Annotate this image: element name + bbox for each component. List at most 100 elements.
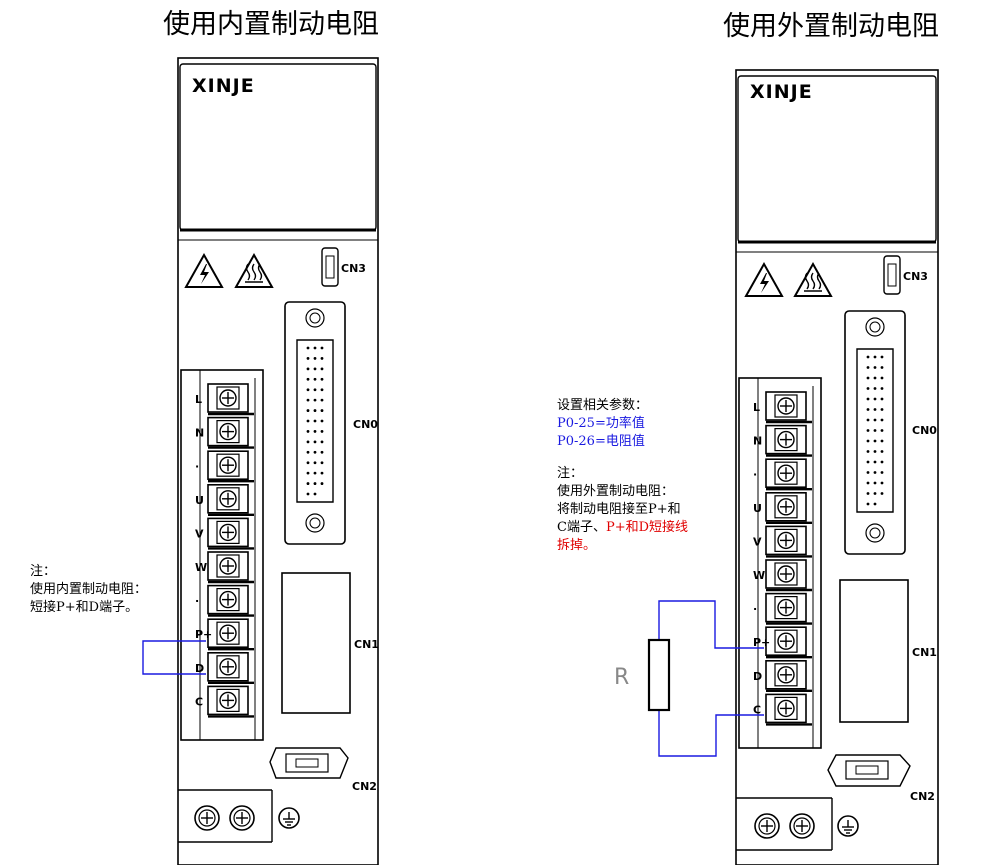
right-note-title: 注： <box>557 466 584 481</box>
left-terminal-label-5: W <box>195 561 207 574</box>
right-terminal-label-1: N <box>753 435 762 448</box>
right-cn0-pin <box>873 492 877 495</box>
left-terminal-label-4: V <box>195 527 204 540</box>
left-terminal-label-8: D <box>195 662 204 675</box>
right-note-line2: 将制动电阻接至P+和 <box>557 502 681 517</box>
left-cn0-pin <box>320 357 324 360</box>
right-cn0-pin <box>866 397 870 401</box>
right-cn0-pin <box>880 355 884 359</box>
left-cn0-pin <box>313 346 317 350</box>
right-ground-symbol-icon <box>837 815 859 837</box>
left-terminal-screw-8-icon <box>206 651 256 684</box>
left-cn0-pin <box>313 377 317 381</box>
right-cn0-pin <box>873 439 877 443</box>
right-cn0-pin <box>866 481 870 485</box>
right-cn0-pin <box>866 450 870 453</box>
left-cn0-pin <box>313 398 317 402</box>
right-cn0-pin <box>866 418 870 422</box>
right-cn0-pin <box>866 429 870 432</box>
right-terminal-screw-5-icon <box>764 558 814 592</box>
right-note-line3-black: C端子、 <box>557 520 606 535</box>
right-terminal-screw-6-icon <box>764 592 814 625</box>
right-ground-screw-2-icon <box>789 813 815 839</box>
right-cn0-pin <box>866 471 870 474</box>
external-brake-resistor <box>647 638 671 712</box>
right-cn0-pin <box>866 460 870 464</box>
left-note-line1: 注： <box>30 564 57 579</box>
left-cn0-pin <box>306 377 310 381</box>
right-terminal-label-9: C <box>753 703 761 716</box>
left-cn0-pin <box>313 471 317 475</box>
param-heading: 设置相关参数： <box>557 398 649 413</box>
right-terminal-screw-2-icon <box>764 458 814 491</box>
right-cn0-pin <box>873 450 877 453</box>
right-cn0-pin <box>866 502 870 506</box>
left-cn0-pin <box>306 461 310 465</box>
right-cn0-pin <box>880 418 884 422</box>
right-drive: XINJE CN3 CN0 LN·UVW·P+DC CN1 <box>614 69 939 865</box>
left-cn1-connector <box>281 572 351 714</box>
right-terminal-label-5: W <box>753 569 765 582</box>
left-terminal-screw-9-icon <box>206 685 256 718</box>
left-cn0-pin <box>320 440 324 444</box>
right-cn3-label: CN3 <box>903 270 928 283</box>
right-note-line4: 拆掉。 <box>557 538 597 553</box>
left-cn0-pin <box>306 346 310 350</box>
right-cn0-pin <box>873 418 877 422</box>
right-note: 设置相关参数： P0-25=功率值 P0-26=电阻值 注： 使用外置制动电阻：… <box>557 397 688 555</box>
left-terminal-label-3: U <box>195 494 204 507</box>
right-terminal-screw-4-icon <box>764 525 814 558</box>
left-cn0-pin <box>306 482 310 485</box>
left-cn0-pin <box>320 398 324 402</box>
left-terminal-screw-4-icon <box>206 517 256 550</box>
right-cn0-pin <box>866 387 870 390</box>
left-cn0-pin <box>306 471 310 475</box>
right-terminal-label-3: U <box>753 502 762 515</box>
left-cn0-pin <box>306 430 310 433</box>
right-cn2-connector <box>827 754 911 787</box>
right-cn1-connector <box>839 579 909 723</box>
left-cn3-label: CN3 <box>341 262 366 275</box>
right-terminal-screw-0-icon <box>764 390 814 424</box>
left-cn0-pin <box>320 346 324 350</box>
left-cn0-pin <box>306 450 310 454</box>
left-cn0-pin <box>320 388 324 392</box>
right-terminal-screw-1-icon <box>764 424 814 457</box>
right-brand-logo: XINJE <box>750 81 813 103</box>
right-terminal-label-6: · <box>753 603 757 616</box>
right-cn0-pin <box>873 376 877 380</box>
left-cn0-connector <box>284 301 346 545</box>
right-note-line3: C端子、P+和D短接线 <box>557 519 688 537</box>
left-terminal-label-2: · <box>195 460 199 473</box>
left-terminal-screw-5-icon <box>206 550 256 584</box>
right-terminal-label-7: P+ <box>753 636 770 649</box>
right-cn0-pin <box>866 376 870 380</box>
left-cn2-connector <box>269 747 349 779</box>
left-terminal-label-0: L <box>195 393 202 406</box>
right-cn0-pin <box>873 397 877 401</box>
left-cn3-connector <box>321 247 339 287</box>
right-cn0-pin <box>873 366 877 369</box>
left-terminal-label-1: N <box>195 427 204 440</box>
left-cn1-label: CN1 <box>354 638 379 651</box>
right-cn0-pin <box>880 492 884 495</box>
right-cn0-pin <box>873 387 877 390</box>
right-cn0-pin <box>866 408 870 411</box>
right-terminal-label-2: · <box>753 468 757 481</box>
left-cn0-pin <box>306 388 310 392</box>
left-cn2-label: CN2 <box>352 780 377 793</box>
left-ground-screw-1-icon <box>194 805 220 831</box>
left-cn0-pin <box>313 430 317 433</box>
left-ground-symbol-icon <box>278 807 300 829</box>
left-cn0-pin <box>313 409 317 412</box>
left-cn0-pin <box>306 409 310 412</box>
left-note: 注： 使用内置制动电阻： 短接P+和D端子。 <box>30 563 147 617</box>
left-cn0-pin <box>320 450 324 454</box>
right-note-line1: 使用外置制动电阻： <box>557 484 675 499</box>
right-cn0-pin <box>880 366 884 369</box>
left-title: 使用内置制动电阻 <box>163 9 379 40</box>
right-cn0-pin <box>873 408 877 411</box>
left-cn0-pin <box>306 440 310 444</box>
left-note-line2: 使用内置制动电阻： <box>30 582 148 597</box>
